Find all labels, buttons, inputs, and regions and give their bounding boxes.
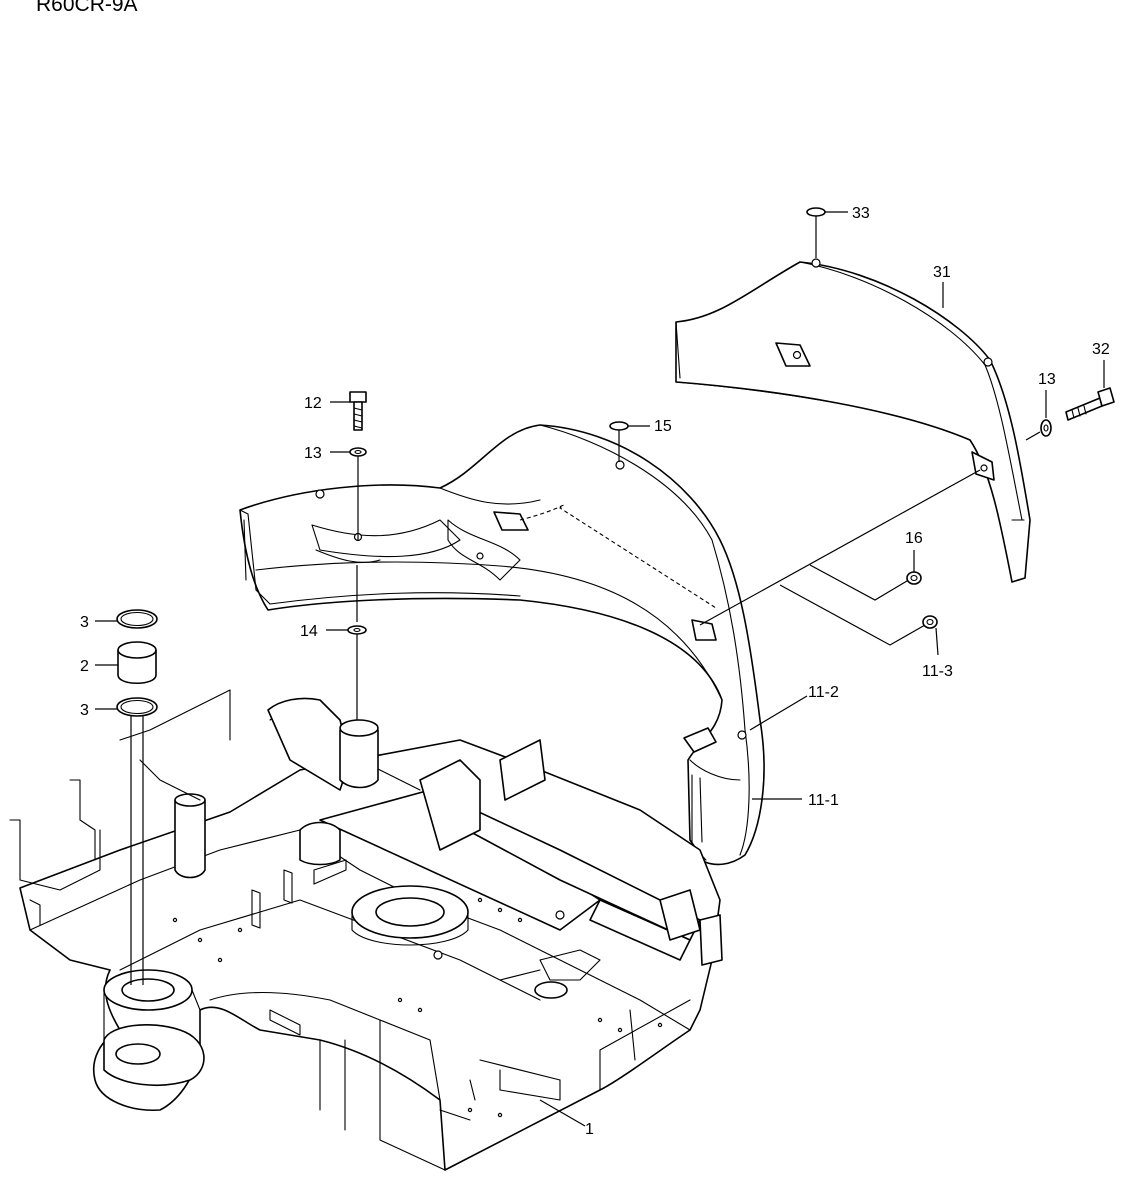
callout-11-1: 11-1 [808,792,839,809]
callout-3-top: 3 [80,614,89,631]
nut-part-16 [906,550,922,585]
callout-1: 1 [585,1121,594,1138]
o-ring-part-3-bottom [95,697,158,985]
callout-31: 31 [933,264,951,281]
callout-14: 14 [300,623,318,640]
model-title: R60CR-9A [36,0,138,16]
assembly-line-11-3b [779,584,926,646]
leader-1 [539,1099,586,1127]
callout-13: 13 [304,445,322,462]
callout-3-bottom: 3 [80,702,89,719]
bolt-part-32 [1065,360,1115,421]
callout-16: 16 [905,530,923,547]
cap-part-33 [806,207,848,258]
bushing-part-2 [95,641,157,685]
cap-part-15 [609,421,650,462]
callout-11-3: 11-3 [922,663,953,680]
bolt-part-12 [330,391,367,431]
upper-frame-part-1 [9,689,723,1171]
hidden-line [519,504,717,609]
callout-15: 15 [654,418,672,435]
assembly-line-16 [699,469,981,626]
nut-part-11-3 [922,615,939,656]
counterweight-part-11-1 [239,424,765,866]
washer-part-13-right [1025,390,1052,441]
washer-part-13 [330,447,367,540]
leader-11-2 [749,695,808,731]
o-ring-part-3-top [95,609,158,629]
callout-11-2: 11-2 [808,684,839,701]
callout-33: 33 [852,205,870,222]
assembly-line-11-3 [809,564,913,601]
callout-13-right: 13 [1038,371,1056,388]
callout-32: 32 [1092,341,1110,358]
callout-2: 2 [80,658,89,675]
callout-12: 12 [304,395,322,412]
counterweight-plate-part-31 [675,258,1031,583]
washer-part-14 [326,565,367,720]
